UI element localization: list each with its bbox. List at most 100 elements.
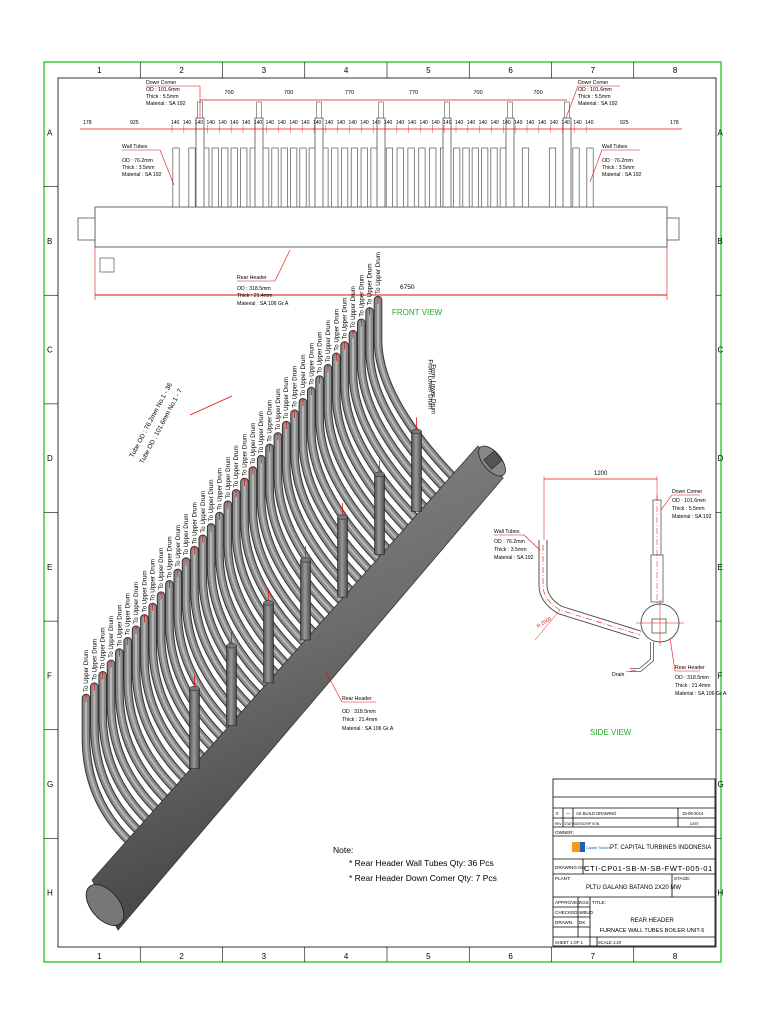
rev-a-mark: —: [566, 811, 571, 816]
front-wall-tube: [341, 147, 349, 208]
iso-wall-tube-highlight: [310, 389, 384, 565]
iso-wall-tube-highlight: [343, 344, 422, 524]
front-pitch-dim: 140: [526, 120, 535, 126]
drawing-no-label: DRAWING NO.: [555, 865, 586, 870]
checked-value: WBUD: [579, 910, 594, 915]
column-marker-top: 2: [179, 66, 184, 75]
row-marker-left: B: [47, 237, 52, 246]
dc-right-material: Material : SA 192: [578, 101, 618, 107]
front-pitch-dim: 140: [289, 120, 298, 126]
front-wall-tube: [453, 147, 461, 208]
front-wall-tube: [385, 147, 393, 208]
side-radius-line: [534, 609, 561, 641]
iso-downcomer: [226, 645, 237, 727]
iso-tube-label: To Upper Drum: [325, 320, 332, 362]
column-marker-top: 8: [673, 66, 678, 75]
front-wall-tube: [418, 147, 426, 208]
column-marker-bottom: 1: [97, 952, 102, 961]
side-header-nozzle: [651, 618, 667, 634]
rh-front-material: Material : SA 106 Gr.A: [237, 301, 289, 307]
wt-left-od: OD : 76.2mm: [122, 158, 153, 164]
plant-name: PLTU GALANG BATANG 2X20 MW: [586, 885, 681, 891]
front-downcomer-top: [564, 101, 570, 119]
side-rh-material: Material : SA 106 Gr.A: [675, 691, 727, 697]
iso-header-nozzle: [483, 450, 503, 470]
side-rh-leader: [669, 637, 676, 672]
iso-wall-tube-highlight: [168, 583, 224, 739]
approved-label: APPROVED: [555, 900, 581, 905]
notes-title: Note:: [333, 845, 353, 855]
company-logo: Capital Turbines: [572, 842, 612, 852]
wt-left-title: Wall Tubes: [122, 144, 148, 150]
front-pitch-dim: 140: [218, 120, 227, 126]
front-wall-tube: [462, 147, 470, 208]
sheet-border: [43, 61, 722, 963]
checked-label: CHECKED: [555, 910, 578, 915]
rh-iso-leader: [325, 671, 343, 703]
column-marker-top: 1: [97, 66, 102, 75]
front-pitch-dim: 140: [514, 120, 523, 126]
side-wall-tube-inner: [539, 540, 642, 639]
iso-wall-tube-highlight: [85, 697, 129, 841]
iso-tube-label: To Upper Drum: [100, 627, 107, 669]
row-marker-left: E: [47, 563, 52, 572]
dc-left-od: OD : 101.6mm: [146, 87, 180, 93]
front-downcomer-top: [444, 101, 450, 119]
iso-tube-label: To Upper Drum: [108, 616, 115, 658]
iso-tube-label: To Upper Drum: [250, 423, 257, 465]
front-pitch-dim: 140: [230, 120, 239, 126]
rh-iso-od: OD : 318.5mm: [342, 709, 376, 715]
iso-wall-tube-highlight: [368, 310, 450, 494]
side-drain-label: Drain: [612, 672, 625, 678]
title-line1: REAR HEADER: [630, 918, 674, 924]
scale-value: SCALE 1:20: [598, 940, 622, 945]
row-marker-left: C: [47, 346, 53, 355]
side-wt-od: OD : 76.2mm: [494, 539, 525, 545]
notes-line2: * Rear Header Down Comer Qty: 7 Pcs: [349, 873, 497, 883]
rev-b-by: STATUS: [564, 822, 576, 826]
front-pitch-dim: 140: [360, 120, 369, 126]
front-wall-tube: [308, 147, 316, 208]
side-rh-title: Rear Header: [675, 665, 705, 671]
front-pitch-dim: 140: [396, 120, 405, 126]
front-pitch-dim: 140: [443, 120, 452, 126]
iso-tube-label: To Upper Drum: [175, 525, 182, 567]
rh-front-title: Rear Header: [237, 275, 267, 281]
dc-left-title: Down Comer: [146, 80, 177, 86]
front-pitch-dim: 140: [183, 120, 192, 126]
front-wall-tube: [271, 147, 279, 208]
iso-tube-label: To Upper Drum: [300, 354, 307, 396]
iso-tube-label: To Upper Drum: [292, 366, 299, 408]
column-marker-bottom: 5: [426, 952, 431, 961]
side-drain-leader: [625, 669, 637, 673]
front-pitch-dim: 140: [455, 120, 464, 126]
column-marker-bottom: 6: [508, 952, 513, 961]
front-pitch-dim: 140: [420, 120, 429, 126]
iso-downcomer: [374, 473, 385, 555]
drawn-label: DRAWN: [555, 920, 572, 925]
side-view-label: SIDE VIEW: [590, 728, 632, 737]
iso-tube-label: To Upper Drum: [225, 457, 232, 499]
iso-wall-tubes: [81, 295, 463, 845]
wt-left-material: Material : SA 192: [122, 172, 162, 178]
iso-wall-tube-highlight: [160, 594, 214, 749]
front-top-dim: 700: [474, 90, 483, 96]
side-wt-material: Material : SA 192: [494, 555, 534, 561]
overall-dim-text: 6750: [400, 284, 415, 291]
iso-downcomer-top: [263, 600, 274, 606]
iso-tube-label: To Upper Drum: [267, 400, 274, 442]
logo-text: Capital Turbines: [586, 846, 612, 850]
front-wall-tube: [429, 147, 437, 208]
side-wt-thick: Thick : 3.5mm: [494, 547, 527, 553]
title-line2: FURNACE WALL TUBES BOILER UNIT-5: [600, 928, 705, 934]
iso-lower-drum-label: From Lower Drum: [430, 364, 437, 414]
title-block: [552, 778, 716, 947]
rev-b-date: DATE: [690, 822, 700, 826]
logo-mark-orange: [572, 842, 580, 852]
sheet-value: SHEET 1 OF 1: [555, 940, 584, 945]
front-top-dim: 700: [284, 90, 293, 96]
wt-right-title: Wall Tubes: [602, 144, 628, 150]
iso-downcomer-top: [337, 514, 348, 520]
